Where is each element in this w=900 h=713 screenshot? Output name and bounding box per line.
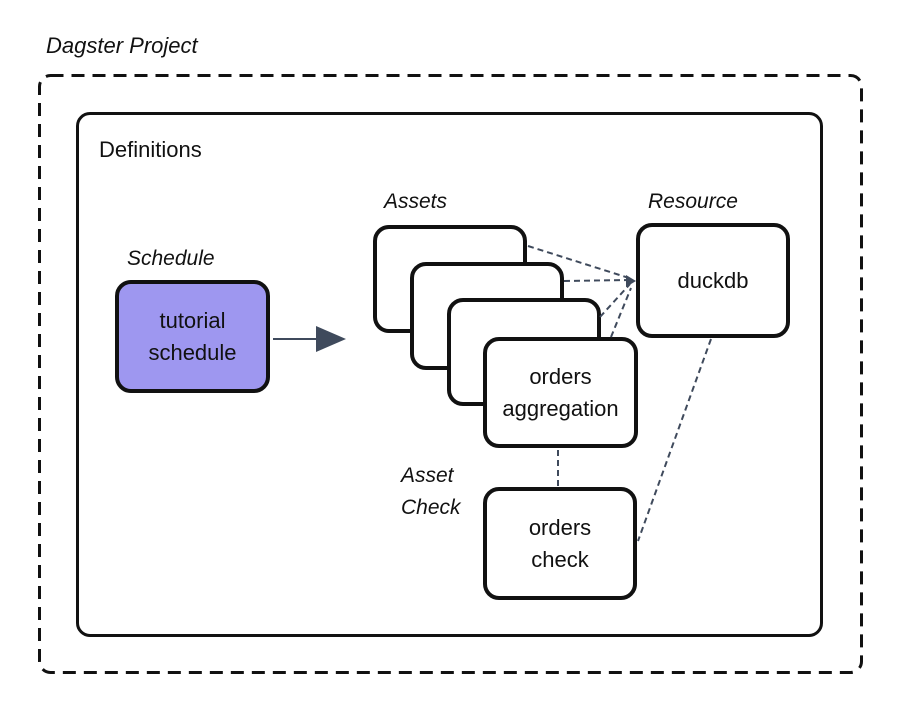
tutorial-schedule-node: tutorial schedule — [115, 280, 270, 393]
asset-check-group-label: Asset Check — [401, 464, 461, 519]
duckdb-resource-node: duckdb — [636, 223, 790, 338]
diagram-title: Dagster Project — [46, 33, 198, 58]
orders-aggregation-node-label: orders aggregation — [502, 364, 619, 421]
orders-aggregation-node: orders aggregation — [483, 337, 638, 448]
definitions-label: Definitions — [99, 137, 202, 162]
duckdb-node-label: duckdb — [677, 267, 749, 293]
resource-group-label: Resource — [648, 190, 738, 213]
orders-check-node-label: orders check — [528, 515, 592, 572]
assets-group-label: Assets — [384, 190, 448, 213]
tutorial-schedule-node-label: tutorial schedule — [148, 308, 237, 365]
orders-check-node: orders check — [483, 487, 637, 600]
schedule-group-label: Schedule — [127, 247, 215, 270]
